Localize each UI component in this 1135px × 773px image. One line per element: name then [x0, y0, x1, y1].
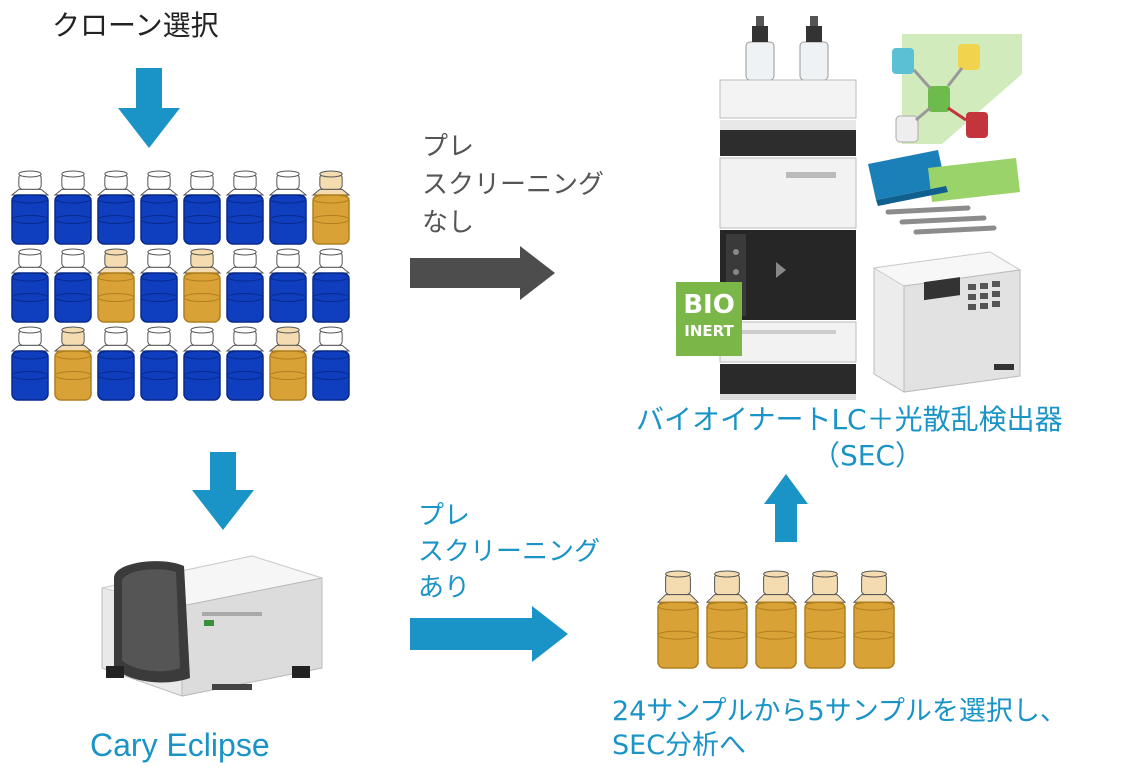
blue-sample-vial [10, 326, 50, 401]
with-prescreen-line-3: あり [418, 573, 471, 603]
blue-sample-vial [10, 170, 50, 245]
blue-sample-vial [53, 248, 93, 323]
cary-eclipse-label: Cary Eclipse [90, 727, 270, 763]
column-box-illustration [868, 150, 1020, 235]
bio-inert-badge: BIO INERT [676, 282, 742, 356]
amber-sample-vial [311, 170, 351, 245]
blue-sample-vial [10, 248, 50, 323]
selection-note: 24サンプルから5サンプルを選択し、 SEC分析へ [612, 695, 1067, 763]
amber-sample-vial [852, 570, 896, 669]
no-prescreen-line-3: なし [422, 208, 475, 238]
blue-sample-vial [225, 170, 265, 245]
down-arrow-icon [118, 68, 180, 148]
with-prescreen-line-1: プレ [418, 501, 471, 531]
blue-sample-vial [182, 170, 222, 245]
bio-inert-badge-line-1: BIO [683, 290, 735, 320]
blue-sample-vial [96, 326, 136, 401]
blue-sample-vial [311, 248, 351, 323]
selection-note-line-1: 24サンプルから5サンプルを選択し、 [612, 696, 1067, 727]
blue-sample-vial [182, 326, 222, 401]
blue-sample-vial [225, 248, 265, 323]
blue-sample-vial [139, 170, 179, 245]
cary-eclipse-instrument-image [101, 555, 323, 697]
no-prescreen-label: プレ スクリーニング なし [422, 128, 604, 242]
reagent-kit-illustration [892, 34, 1022, 144]
amber-sample-vial [53, 326, 93, 401]
selection-note-line-2: SEC分析へ [612, 730, 747, 761]
blue-sample-vial [139, 248, 179, 323]
lc-system-label-line-1: バイオイナートLC＋光散乱検出器 [636, 403, 1063, 436]
with-prescreen-label: プレ スクリーニング あり [418, 498, 600, 606]
no-prescreen-line-2: スクリーニング [422, 170, 605, 200]
blue-sample-vial [311, 326, 351, 401]
blue-sample-vial [225, 326, 265, 401]
clone-selection-label: クローン選択 [52, 9, 219, 42]
light-scattering-detector-image [872, 251, 1022, 393]
amber-sample-vial [803, 570, 847, 669]
lc-system-label-line-2: （SEC） [812, 439, 924, 472]
amber-sample-vial [754, 570, 798, 669]
blue-sample-vial [96, 170, 136, 245]
blue-sample-vial [268, 170, 308, 245]
amber-sample-vial [268, 326, 308, 401]
amber-sample-vial [656, 570, 700, 669]
with-prescreen-line-2: スクリーニング [418, 537, 601, 567]
lc-system-label: バイオイナートLC＋光散乱検出器 （SEC） [636, 402, 1126, 474]
right-arrow-icon [410, 246, 555, 300]
amber-sample-vial [705, 570, 749, 669]
blue-sample-vial [53, 170, 93, 245]
no-prescreen-line-1: プレ [422, 132, 475, 162]
right-arrow-icon [410, 606, 568, 662]
down-arrow-icon [192, 452, 254, 530]
blue-sample-vial [268, 248, 308, 323]
sample-vial-grid [10, 170, 351, 401]
bio-inert-badge-line-2: INERT [684, 322, 734, 340]
up-arrow-icon [764, 474, 808, 542]
selected-vials [656, 570, 896, 669]
blue-sample-vial [139, 326, 179, 401]
amber-sample-vial [182, 248, 222, 323]
amber-sample-vial [96, 248, 136, 323]
